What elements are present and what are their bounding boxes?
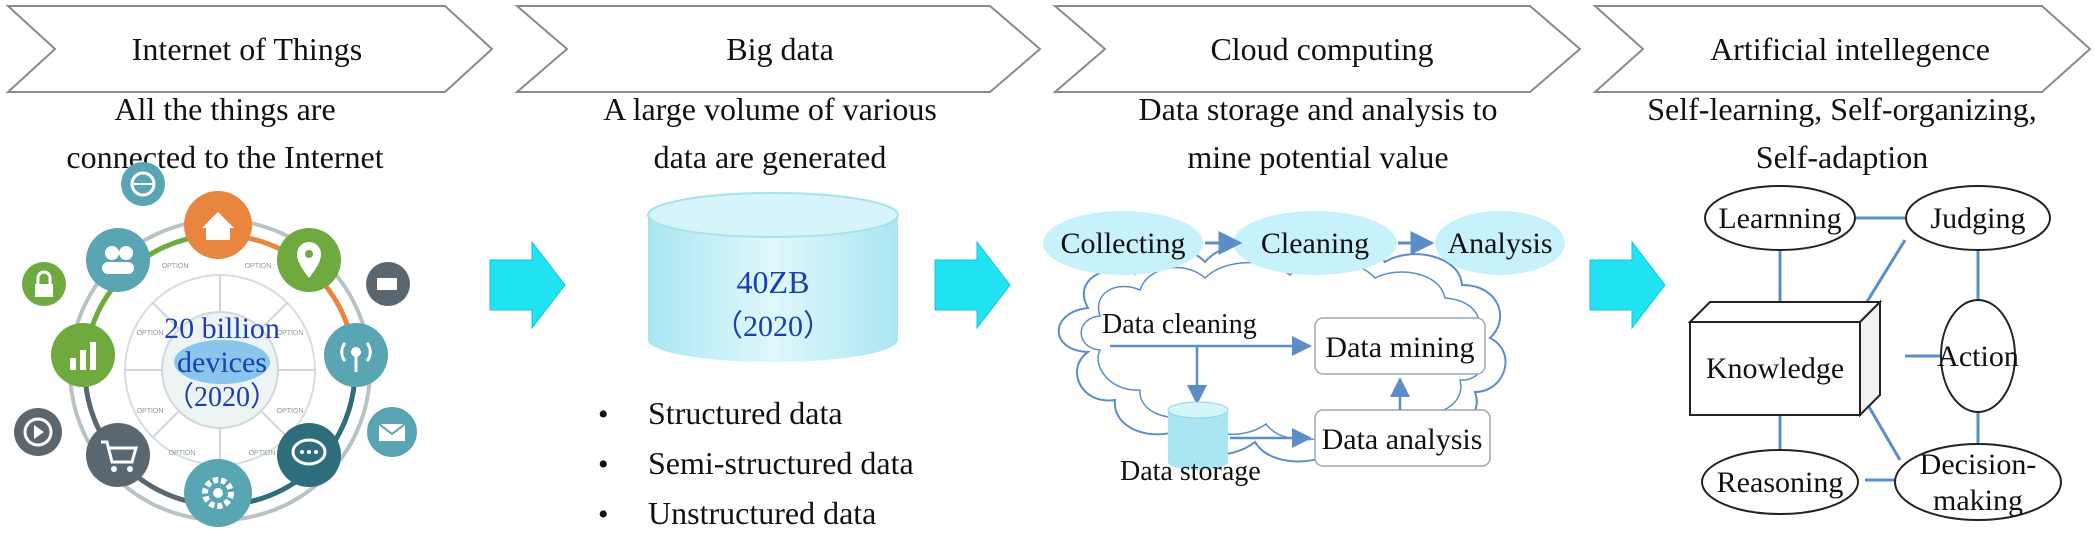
data-cleaning-label: Data cleaning	[1102, 309, 1257, 340]
tag-icon	[366, 262, 410, 306]
analysis-node	[1435, 211, 1565, 275]
stage-title-iot: Internet of Things	[132, 31, 362, 67]
stage-title-cloud: Cloud computing	[1210, 31, 1433, 67]
globe-icon	[121, 162, 165, 206]
gear-icon	[184, 459, 252, 527]
collecting-node	[1043, 211, 1203, 275]
cloud-inner: Data cleaning Data mining Data analysis …	[1102, 309, 1491, 487]
users-icon	[86, 228, 150, 292]
stage-header-ai: Artificial intellegence	[1592, 5, 2092, 93]
data-cylinder: 40ZB （2020）	[647, 192, 899, 362]
stage-desc-iot-line1: All the things are	[114, 91, 335, 127]
learning-label: Learnning	[1718, 202, 1841, 235]
ai-network: Learnning Judging Knowledge Action Reaso…	[1687, 185, 2062, 521]
data-storage-label: Data storage	[1120, 456, 1261, 487]
action-node	[1940, 299, 2016, 413]
data-type-item: Unstructured data	[648, 495, 876, 531]
antenna-icon	[324, 323, 388, 387]
iot-center-line1: 20 billion	[164, 312, 280, 345]
option-label: OPTION	[249, 450, 276, 457]
play-icon	[14, 408, 62, 456]
data-type-item: Structured data	[648, 395, 843, 431]
option-label: OPTION	[162, 263, 189, 270]
learning-node	[1704, 185, 1856, 251]
cloud-top-nodes: Collecting Cleaning Analysis	[1043, 211, 1565, 275]
stage-desc-bigdata-line1: A large volume of various	[603, 91, 937, 127]
stage-desc-ai-line2: Self-adaption	[1756, 139, 1928, 175]
lock-icon	[22, 262, 66, 306]
collecting-label: Collecting	[1061, 227, 1186, 260]
stage-desc-cloud-line1: Data storage and analysis to	[1139, 91, 1498, 127]
cleaning-node	[1233, 211, 1397, 275]
home-icon	[184, 191, 252, 259]
judging-node	[1905, 185, 2051, 251]
bullet: •	[598, 448, 609, 481]
stage-header-cloud: Cloud computing	[1052, 5, 1582, 93]
iot-wheel: OPTION OPTION OPTION OPTION OPTION OPTIO…	[14, 162, 417, 527]
transition-arrow-3	[1589, 240, 1666, 330]
chart-icon	[51, 323, 115, 387]
reasoning-label: Reasoning	[1717, 466, 1844, 499]
mail-icon	[367, 407, 417, 457]
iot-center-line2: devices	[177, 346, 267, 379]
iot-center-line3: （2020）	[166, 381, 278, 413]
knowledge-label: Knowledge	[1706, 352, 1844, 385]
knowledge-node: Knowledge	[1687, 299, 1883, 418]
data-type-item: Semi-structured data	[648, 445, 914, 481]
reasoning-node	[1701, 449, 1859, 515]
option-label: OPTION	[137, 408, 164, 415]
bullet: •	[598, 398, 609, 431]
stage-desc-iot-line2: connected to the Internet	[66, 139, 383, 175]
stage-title-bigdata: Big data	[726, 31, 834, 67]
option-label: OPTION	[245, 263, 272, 270]
stage-header-iot: Internet of Things	[5, 5, 494, 93]
cart-icon	[86, 423, 150, 487]
stage-desc-ai-line1: Self-learning, Self-organizing,	[1647, 91, 2037, 127]
decision-making-node	[1894, 443, 2062, 521]
stage-title-ai: Artificial intellegence	[1710, 31, 1990, 67]
cleaning-label: Cleaning	[1261, 227, 1369, 260]
option-label: OPTION	[169, 450, 196, 457]
data-mining-label: Data mining	[1325, 331, 1474, 364]
decision-label-line1: Decision-	[1920, 448, 2037, 481]
stage-header-bigdata: Big data	[514, 5, 1042, 93]
cylinder-value: 40ZB	[737, 264, 810, 300]
transition-arrow-2	[934, 240, 1011, 330]
stage-desc-cloud-line2: mine potential value	[1187, 139, 1448, 175]
data-types-list: • Structured data • Semi-structured data…	[598, 395, 914, 531]
option-label: OPTION	[277, 330, 304, 337]
map-pin-icon	[277, 228, 341, 292]
cylinder-year: （2020）	[713, 310, 833, 343]
analysis-label: Analysis	[1448, 227, 1553, 260]
transition-arrow-1	[489, 240, 566, 330]
bullet: •	[598, 498, 609, 531]
judging-label: Judging	[1930, 202, 2025, 235]
option-label: OPTION	[137, 330, 164, 337]
decision-label-line2: making	[1933, 484, 2023, 517]
option-label: OPTION	[277, 408, 304, 415]
storage-cylinder	[1167, 401, 1229, 470]
data-analysis-label: Data analysis	[1322, 423, 1483, 456]
stage-desc-bigdata-line2: data are generated	[654, 139, 887, 175]
data-mining-box	[1314, 317, 1486, 375]
data-analysis-box	[1314, 409, 1491, 467]
chat-icon	[277, 423, 341, 487]
action-label: Action	[1937, 340, 2019, 373]
